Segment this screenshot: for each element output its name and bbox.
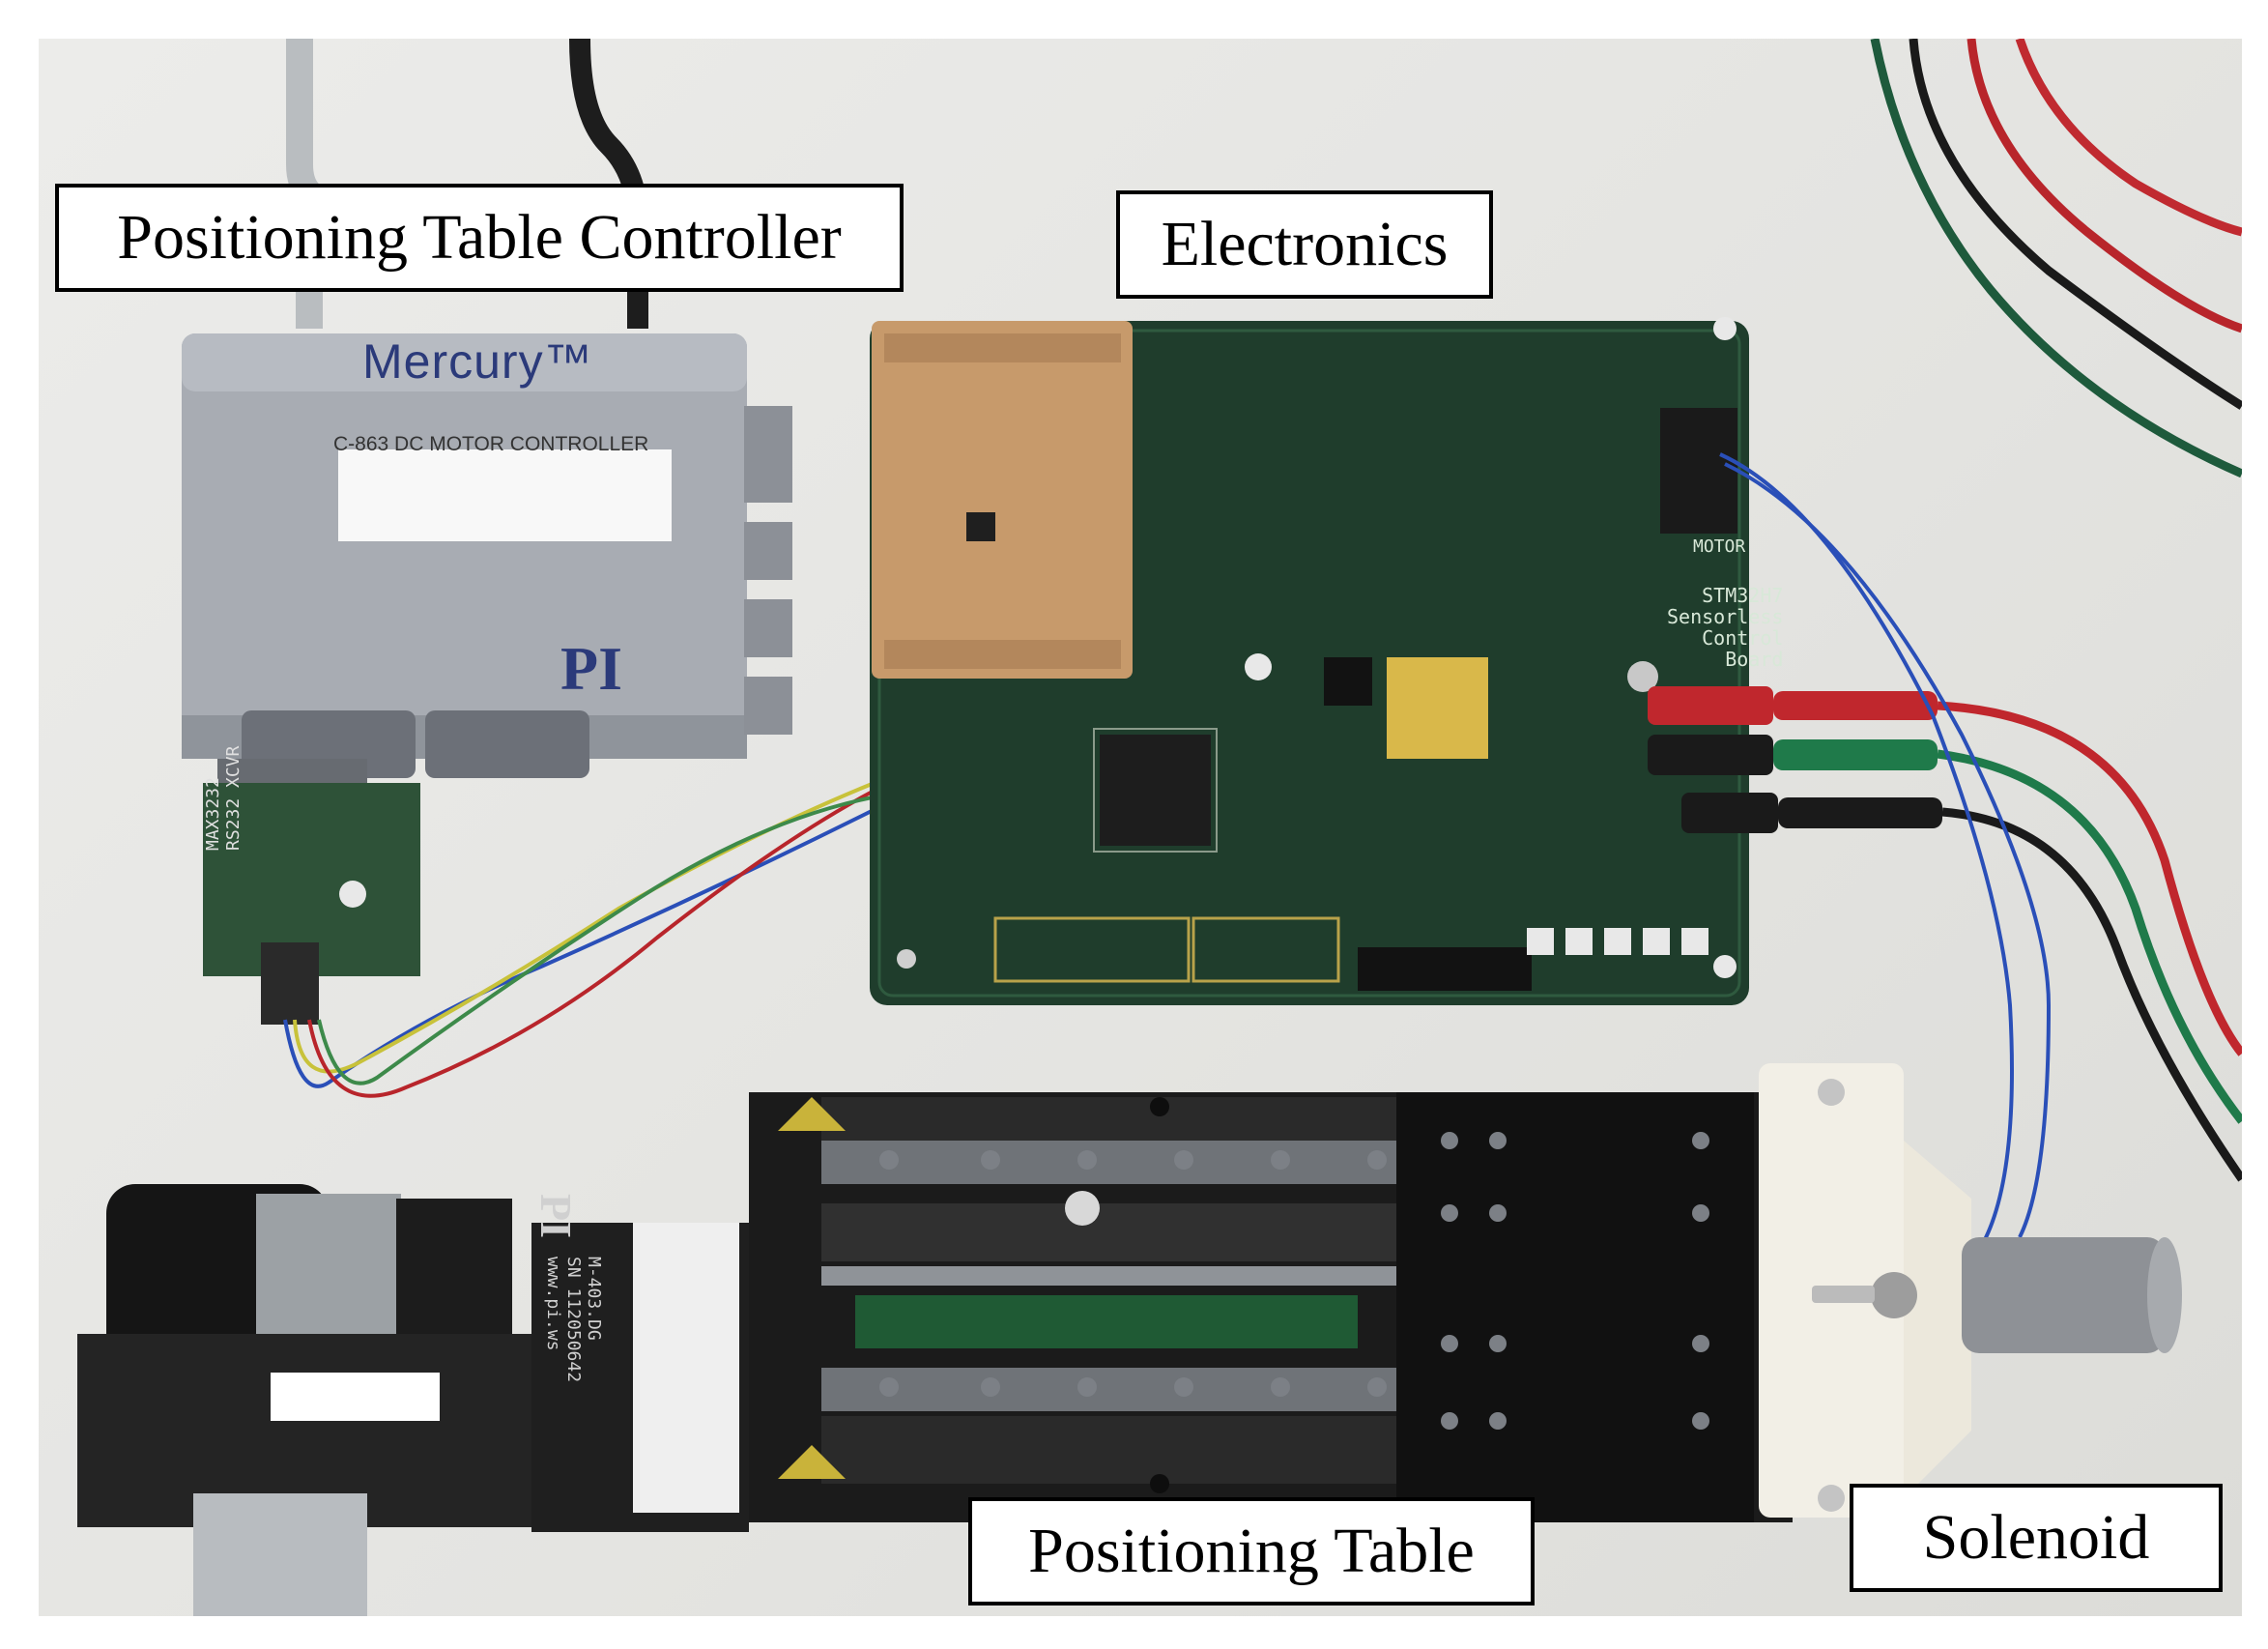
label-solenoid: Solenoid (1850, 1484, 2223, 1592)
label-positioning-table: Positioning Table (968, 1497, 1535, 1606)
controller-brand: Mercury™ (362, 334, 593, 389)
board-name-silk: STM32H7 Sensorless Control Board (1667, 584, 1784, 671)
blue-lead-2 (1724, 462, 2052, 1238)
red-cable-top-2 (2015, 39, 2242, 237)
controller-logo: PI (560, 634, 622, 703)
rs232-adapter (203, 759, 420, 1025)
warning-triangle-icon (778, 1097, 846, 1131)
black-lead (1941, 807, 2242, 1182)
photograph (39, 39, 2242, 1616)
positioning-stage (77, 1063, 2182, 1616)
label-positioning-table-controller: Positioning Table Controller (55, 184, 904, 292)
board-motor-silk: MOTOR (1693, 536, 1746, 557)
photo-drawing (77, 39, 2242, 1616)
green-lead (1937, 749, 2242, 1124)
stage-model-text: M-403.DG SN 112050642 www.pi.ws (543, 1257, 604, 1383)
green-wire (317, 791, 900, 1085)
black-cable-top (1909, 39, 2242, 410)
warning-triangle-icon (778, 1445, 846, 1479)
stage-brand: PI (531, 1194, 581, 1238)
adapter-chip-text: MAX3232 RS232 XCVR (203, 745, 244, 851)
controller-model: C-863 DC MOTOR CONTROLLER (333, 433, 649, 455)
red-cable-top (1967, 39, 2242, 333)
electronics-board (870, 317, 1749, 1005)
banana-plugs (1648, 686, 1942, 833)
label-electronics: Electronics (1116, 190, 1493, 299)
controller-unit (182, 333, 792, 778)
green-cable-top (1870, 39, 2242, 478)
red-lead (1937, 701, 2242, 1056)
red-wire (307, 781, 890, 1098)
